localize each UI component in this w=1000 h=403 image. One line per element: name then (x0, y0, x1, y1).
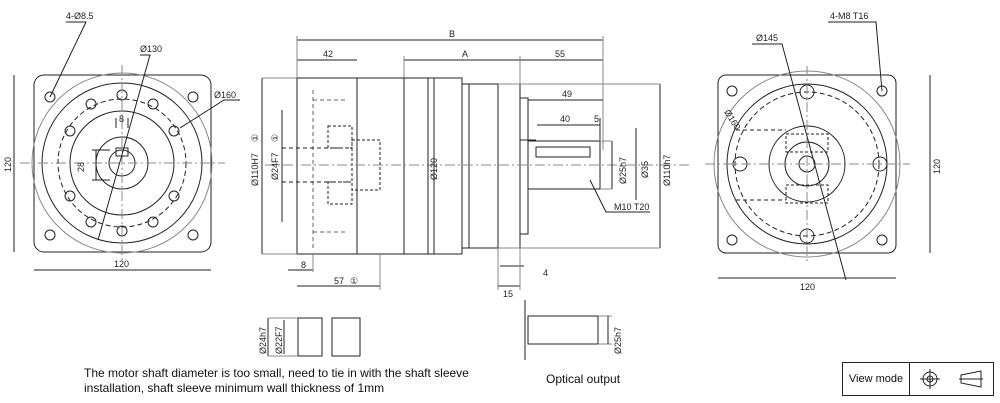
right-holes-label: 4-M8 T16 (830, 11, 868, 21)
output-ring (461, 83, 499, 249)
side-circle-mark-3: ① (350, 276, 358, 286)
side-a-label: A (462, 49, 468, 59)
side-5-label: 5 (594, 114, 599, 124)
sleeve-outer (297, 317, 323, 357)
side-circle-mark-1: ① (250, 134, 260, 142)
output-shaft-profile (527, 315, 599, 345)
sleeve-inner-label: Ø22F7 (274, 326, 284, 354)
left-corner-hole (187, 91, 199, 103)
left-corner-hole (44, 91, 56, 103)
crosshair-circle-icon (919, 369, 940, 389)
side-right-len-label: 55 (555, 49, 565, 59)
projection-symbols (910, 363, 993, 395)
side-left-len-label: 42 (323, 49, 333, 59)
left-flange-view (13, 21, 240, 271)
side-spigot-label: Ø110h7 (662, 155, 672, 186)
side-total-label: B (449, 29, 455, 39)
left-width-label: 120 (114, 259, 129, 269)
thread-leader (589, 179, 650, 213)
shaft-sleeve-drawing (267, 317, 361, 357)
right-pcd145-label: Ø145 (756, 33, 778, 43)
optical-output-drawing (524, 300, 612, 360)
side-bore-f7-label: Ø24F7 (270, 152, 280, 180)
side-40-label: 40 (560, 114, 570, 124)
output-flange (497, 83, 521, 249)
sleeve-outer-label: Ø24h7 (258, 327, 268, 354)
left-pcd130-leader (97, 54, 151, 241)
right-corner-hole (876, 234, 888, 246)
right-holes-leader (828, 21, 883, 92)
left-holes-leader (49, 21, 87, 98)
output-shaft-label: Ø25h7 (613, 327, 623, 354)
adapter-housing (356, 77, 405, 255)
side-b15-label: 15 (503, 289, 513, 299)
right-pcd145-leader (752, 43, 847, 281)
right-height-label: 120 (932, 159, 942, 174)
view-mode-label: View mode (843, 363, 910, 395)
left-holes-label: 4-Ø8.5 (66, 11, 94, 21)
right-corner-hole (726, 234, 738, 246)
left-corner-hole (187, 229, 199, 241)
left-height-label: 120 (3, 157, 13, 172)
left-pcd160-label: Ø160 (214, 90, 236, 100)
right-flange-view (705, 21, 931, 281)
left-key-width-label: 8 (119, 114, 124, 124)
left-pcd130-label: Ø130 (140, 44, 162, 54)
installation-note: The motor shaft diameter is too small, n… (84, 366, 469, 395)
motor-flange-block (296, 77, 358, 255)
view-mode-box: View mode (842, 362, 994, 396)
optical-output-caption: Optical output (546, 372, 621, 386)
side-b8-label: 8 (301, 260, 306, 270)
right-width-label: 120 (800, 282, 815, 292)
side-circle-mark-2: ① (270, 134, 280, 142)
side-49-label: 49 (562, 89, 572, 99)
left-pcd160-leader (179, 99, 240, 129)
side-bore-h7-label: Ø110H7 (250, 153, 260, 186)
sleeve-inner (331, 317, 361, 357)
side-collar-label: Ø35 (640, 161, 650, 178)
left-key-height-label: 28 (76, 162, 86, 172)
side-b57-label: 57 (334, 276, 344, 286)
left-corner-hole (44, 229, 56, 241)
side-b4-label: 4 (543, 268, 548, 278)
side-thread-label: M10 T20 (614, 202, 649, 212)
side-view (261, 36, 690, 290)
side-shaft-label: Ø25h7 (618, 157, 628, 184)
side-body-label: Ø120 (429, 158, 439, 180)
output-shaft (527, 140, 601, 190)
right-corner-hole (726, 85, 738, 97)
truncated-cone-icon (959, 370, 984, 388)
